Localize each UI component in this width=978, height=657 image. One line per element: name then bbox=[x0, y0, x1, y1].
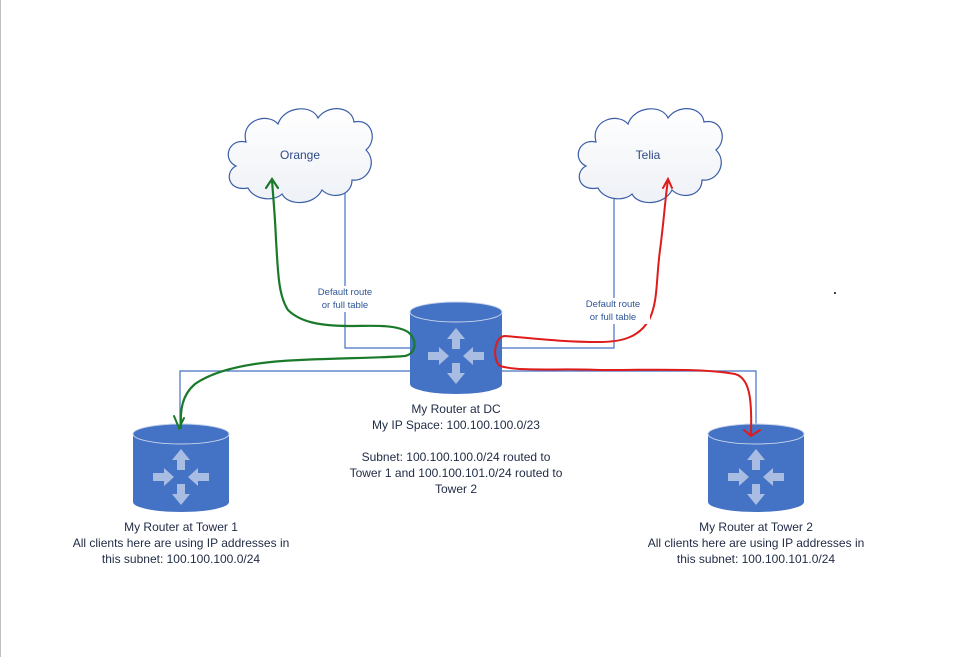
link-telia-label-line2: or full table bbox=[589, 312, 637, 323]
link-dc-tower1 bbox=[179, 370, 410, 426]
cloud-telia-label: Telia bbox=[635, 148, 661, 162]
router-tower2-line2: All clients here are using IP addresses … bbox=[647, 536, 865, 550]
router-tower1-line3: this subnet: 100.100.100.0/24 bbox=[101, 552, 261, 566]
cloud-telia bbox=[577, 108, 723, 204]
link-orange-label-line2: or full table bbox=[321, 300, 369, 311]
router-dc-icon bbox=[409, 301, 503, 394]
canvas-left-border bbox=[0, 0, 1, 657]
router-dc-subnet-line1: Subnet: 100.100.100.0/24 routed to bbox=[361, 450, 551, 464]
router-tower1-icon bbox=[132, 423, 230, 512]
router-tower1-title: My Router at Tower 1 bbox=[124, 520, 238, 534]
router-tower2-line3: this subnet: 100.100.101.0/24 bbox=[676, 552, 836, 566]
green-path-annotation bbox=[173, 177, 416, 431]
router-dc-title: My Router at DC bbox=[411, 402, 501, 416]
link-dc-telia bbox=[502, 192, 615, 349]
stray-dot bbox=[834, 292, 836, 294]
router-dc-subnet-line2: Tower 1 and 100.100.101.0/24 routed to bbox=[349, 466, 563, 480]
link-orange-label-line1: Default route bbox=[317, 287, 373, 298]
router-dc-subnet-line3: Tower 2 bbox=[434, 482, 478, 496]
red-path-annotation bbox=[494, 176, 761, 438]
router-tower2-label: My Router at Tower 2 All clients here ar… bbox=[631, 519, 881, 567]
router-tower2-icon bbox=[707, 423, 805, 512]
router-tower1-label: My Router at Tower 1 All clients here ar… bbox=[56, 519, 306, 567]
cloud-orange bbox=[227, 108, 373, 204]
router-dc-label: My Router at DC My IP Space: 100.100.100… bbox=[320, 401, 592, 497]
router-tower1-line2: All clients here are using IP addresses … bbox=[72, 536, 290, 550]
link-telia-label-line1: Default route bbox=[585, 299, 641, 310]
link-dc-tower2 bbox=[502, 370, 757, 426]
router-tower2-title: My Router at Tower 2 bbox=[699, 520, 813, 534]
router-dc-ip-space: My IP Space: 100.100.100.0/23 bbox=[372, 418, 540, 432]
link-telia-label: Default route or full table bbox=[576, 298, 650, 324]
cloud-orange-label: Orange bbox=[279, 148, 321, 162]
link-orange-label: Default route or full table bbox=[308, 286, 382, 312]
link-dc-orange bbox=[344, 188, 410, 349]
